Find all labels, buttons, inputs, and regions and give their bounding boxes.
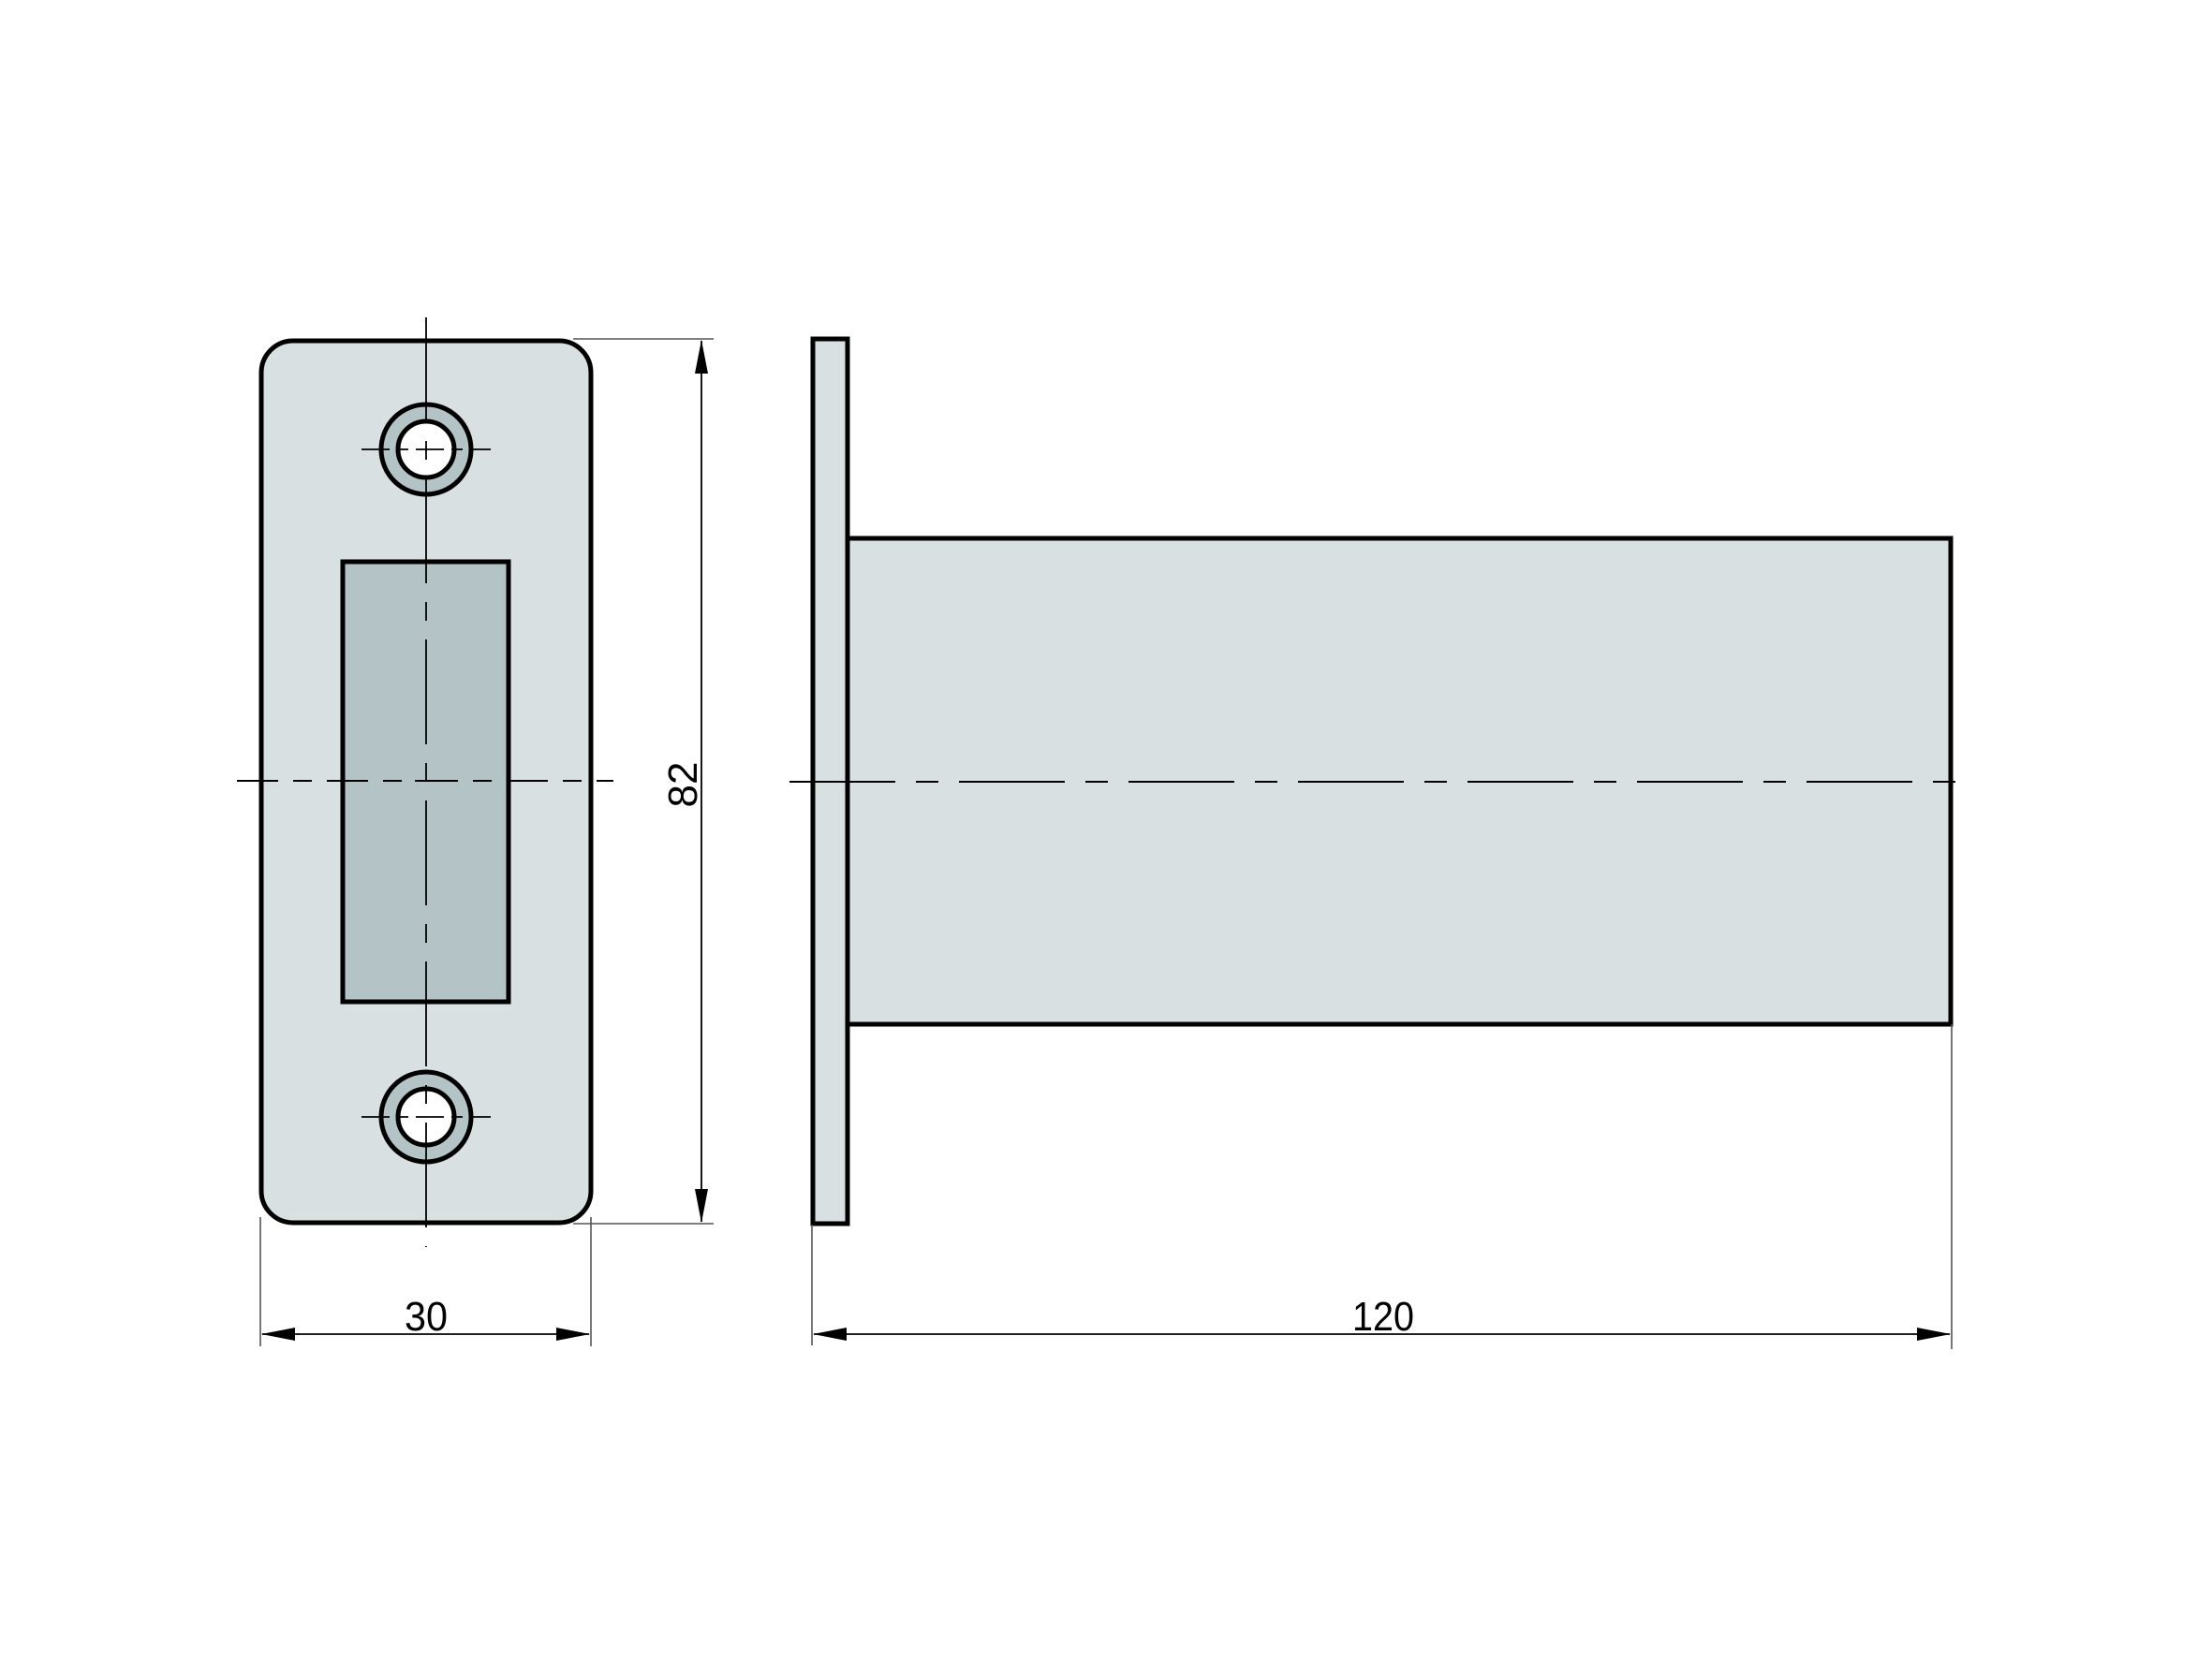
dimension-depth: 120 bbox=[811, 1024, 1953, 1349]
dimension-label-depth: 120 bbox=[1352, 1294, 1414, 1340]
dimension-label-height: 82 bbox=[660, 762, 706, 808]
side-view bbox=[789, 336, 1974, 1226]
dimension-height: 82 bbox=[573, 338, 714, 1225]
dimension-width: 30 bbox=[259, 1217, 592, 1346]
dimension-label-width: 30 bbox=[405, 1294, 448, 1340]
bottom-screw-hole bbox=[361, 1069, 491, 1165]
front-view bbox=[237, 317, 613, 1247]
